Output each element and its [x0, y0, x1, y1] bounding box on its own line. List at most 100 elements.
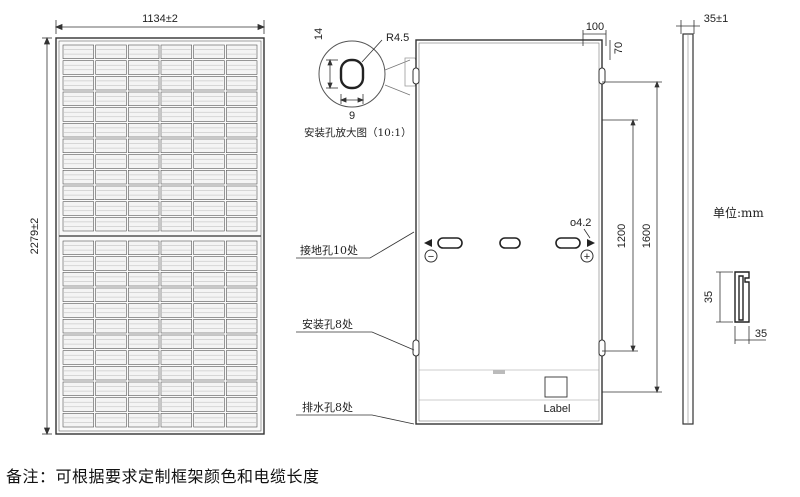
- front-width-label: 1134±2: [142, 13, 178, 25]
- solar-cell: [62, 107, 95, 122]
- solar-cell: [193, 303, 225, 318]
- hole-diameter-label: o4.2: [570, 217, 591, 229]
- solar-cell: [226, 217, 258, 232]
- solar-cell: [193, 412, 225, 428]
- solar-cell: [226, 154, 258, 169]
- solar-cell: [95, 138, 127, 153]
- solar-cell: [226, 138, 258, 153]
- solar-cell: [128, 303, 160, 318]
- solar-cell: [193, 123, 225, 138]
- solar-cell: [160, 287, 193, 302]
- solar-cell: [193, 201, 225, 216]
- solar-cell: [160, 397, 193, 412]
- solar-cell: [160, 240, 193, 255]
- solar-cell: [95, 412, 127, 428]
- solar-cell: [226, 271, 258, 287]
- drain-holes-label: 排水孔8处: [302, 400, 353, 414]
- solar-cell: [62, 256, 95, 271]
- solar-cell: [95, 318, 127, 334]
- back-frame: [415, 39, 603, 425]
- solar-cell: [160, 107, 193, 122]
- solar-cell: [160, 76, 193, 91]
- solar-cell: [226, 201, 258, 216]
- footer-note: 备注：可根据要求定制框架颜色和电缆长度: [6, 467, 320, 486]
- solar-cell: [62, 123, 95, 138]
- solar-cell: [160, 381, 193, 396]
- solar-cell: [226, 350, 258, 365]
- minus-terminal-icon: [424, 249, 438, 263]
- solar-cell: [160, 138, 193, 153]
- solar-cell: [193, 240, 225, 255]
- solar-cell: [160, 365, 193, 381]
- solar-cell: [95, 365, 127, 381]
- top-dim-100: 100: [586, 21, 604, 33]
- front-view: 1134±2 2279±2: [29, 13, 266, 436]
- solar-cell: [95, 201, 127, 216]
- solar-cell: [226, 91, 258, 106]
- solar-cell: [95, 397, 127, 412]
- solar-cell: [128, 271, 160, 287]
- solar-cell: [128, 91, 160, 106]
- solar-cell: [226, 365, 258, 381]
- solar-cell: [226, 397, 258, 412]
- solar-cell: [193, 91, 225, 106]
- front-width-dimension: [54, 20, 266, 34]
- solar-cell: [62, 350, 95, 365]
- solar-cell: [128, 240, 160, 255]
- solar-cell: [193, 138, 225, 153]
- front-height-label: 2279±2: [29, 218, 41, 255]
- solar-cell: [128, 76, 160, 91]
- ground-slot-left: [437, 237, 463, 249]
- solar-cell: [193, 365, 225, 381]
- solar-cell: [226, 287, 258, 302]
- solar-cell: [160, 201, 193, 216]
- solar-cell: [128, 44, 160, 59]
- solar-cell: [160, 318, 193, 334]
- solar-cell: [128, 107, 160, 122]
- solar-cell: [193, 107, 225, 122]
- unit-label: 单位:mm: [713, 205, 764, 220]
- mounting-hole-detail: 14 R4.5 9 安装孔放大图（10:1）: [304, 28, 422, 139]
- solar-cell: [128, 201, 160, 216]
- solar-cell: [128, 170, 160, 185]
- solar-cell: [62, 138, 95, 153]
- solar-cell: [193, 60, 225, 75]
- solar-cell: [62, 318, 95, 334]
- solar-cell: [95, 303, 127, 318]
- solar-cell: [160, 154, 193, 169]
- solar-cell: [193, 217, 225, 232]
- solar-cell: [193, 154, 225, 169]
- solar-cell: [62, 365, 95, 381]
- solar-cell: [160, 350, 193, 365]
- solar-cell: [128, 256, 160, 271]
- solar-cell: [160, 170, 193, 185]
- solar-cell: [95, 381, 127, 396]
- solar-cell: [95, 271, 127, 287]
- solar-cell: [128, 287, 160, 302]
- solar-cell: [160, 44, 193, 59]
- solar-cell: [95, 256, 127, 271]
- solar-cell: [193, 334, 225, 349]
- solar-cell: [193, 185, 225, 200]
- solar-cell: [95, 123, 127, 138]
- ground-slot-right: [555, 237, 581, 249]
- solar-cell: [95, 287, 127, 302]
- solar-cell: [62, 412, 95, 428]
- minus-sign: −: [428, 251, 434, 263]
- solar-cell: [128, 217, 160, 232]
- solar-cell: [62, 170, 95, 185]
- solar-cell: [95, 170, 127, 185]
- solar-cell: [62, 44, 95, 59]
- solar-cell: [95, 107, 127, 122]
- solar-cell: [62, 76, 95, 91]
- back-view: 100 70 − + o4.2 Label: [296, 21, 662, 425]
- solar-cell: [193, 271, 225, 287]
- solar-cell: [128, 381, 160, 396]
- solar-cell: [193, 287, 225, 302]
- solar-cell: [128, 123, 160, 138]
- solar-cell: [160, 217, 193, 232]
- solar-cell: [160, 123, 193, 138]
- solar-cell: [226, 60, 258, 75]
- solar-cell: [62, 91, 95, 106]
- solar-cell: [62, 201, 95, 216]
